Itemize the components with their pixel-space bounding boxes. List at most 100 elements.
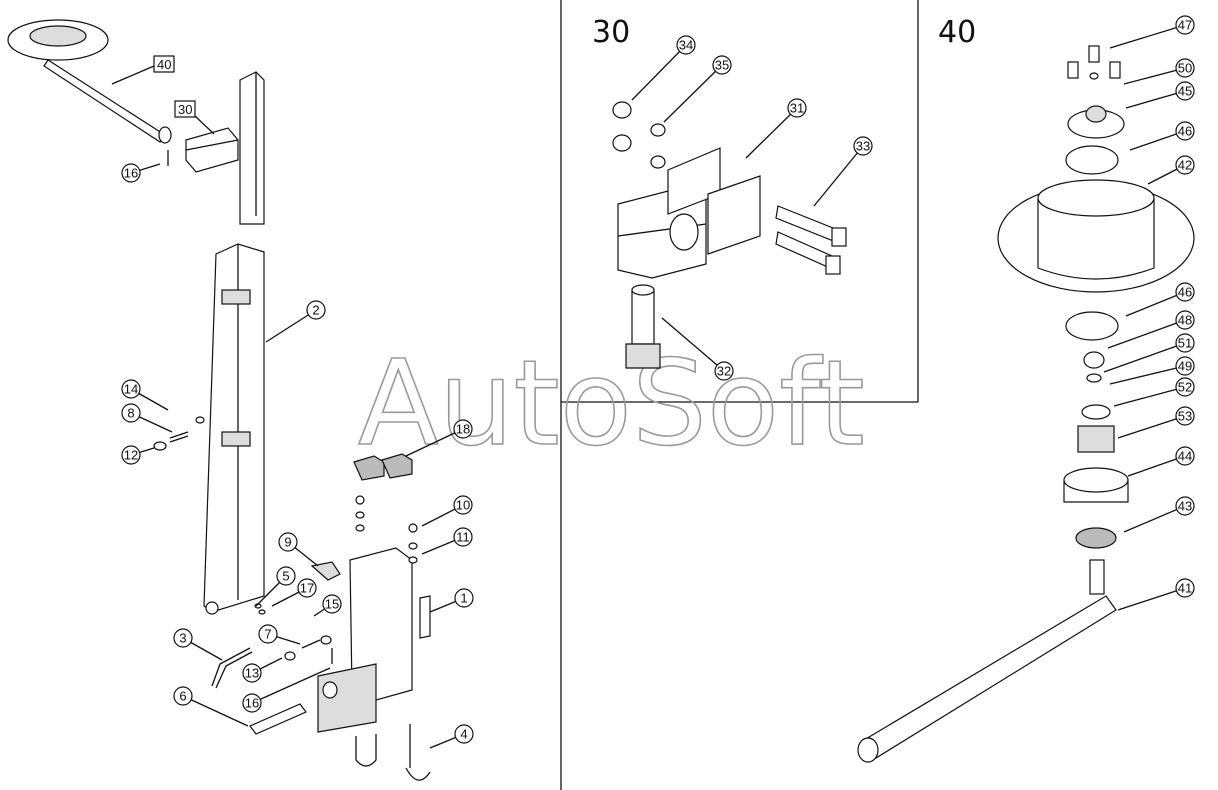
- callout-circle: [714, 361, 734, 381]
- callout-circle: [297, 578, 317, 598]
- callout-number: 16: [245, 696, 259, 711]
- callout-circle: [1175, 310, 1195, 330]
- callout-number: 17: [300, 581, 314, 596]
- callout-leader: [1103, 342, 1186, 373]
- callout-circle: [242, 693, 262, 713]
- callout-circle: [1175, 15, 1195, 35]
- callout-number: 18: [456, 422, 470, 437]
- part-9-roller: [310, 561, 341, 581]
- callout-number: 47: [1178, 18, 1192, 33]
- callout-leader: [1109, 365, 1186, 385]
- callout-number: 49: [1178, 359, 1192, 374]
- part-6-threaded-shaft: [249, 703, 307, 735]
- callout-c18: 18: [405, 419, 473, 457]
- part-41-arm-shaft: [857, 559, 1117, 763]
- callout-c17: 17: [271, 578, 317, 607]
- callout-number: 43: [1178, 499, 1192, 514]
- callout-leader: [745, 107, 798, 159]
- callout-leader: [813, 145, 864, 207]
- callout-circle: [322, 594, 342, 614]
- callout-leader: [1117, 587, 1186, 611]
- callout-c3: 3: [173, 628, 223, 661]
- callout-circle: [1175, 496, 1195, 516]
- callout-c46a: 46: [1129, 121, 1195, 151]
- part-46-plates: [1065, 145, 1119, 341]
- callout-number: 10: [456, 498, 470, 513]
- callout-number: 13: [245, 666, 259, 681]
- callout-c7: 7: [258, 624, 301, 645]
- part-33-bolts: [775, 205, 847, 275]
- callout-number: 15: [325, 597, 339, 612]
- callout-number: 52: [1178, 380, 1192, 395]
- callout-circle: [1175, 58, 1195, 78]
- callout-c14: 14: [121, 379, 169, 411]
- callout-number: 50: [1178, 61, 1192, 76]
- callout-number: 45: [1178, 84, 1192, 99]
- upper-column-post: [239, 71, 265, 225]
- callout-c8: 8: [121, 403, 173, 433]
- callout-leader: [1117, 415, 1186, 439]
- part-34-35-nuts-washers: [612, 101, 666, 169]
- callout-number: 46: [1178, 285, 1192, 300]
- callout-c41: 41: [1117, 578, 1195, 611]
- callout-circle: [121, 163, 141, 183]
- callout-c13: 13: [242, 657, 283, 683]
- callout-c50: 50: [1123, 58, 1195, 85]
- callout-number: 34: [679, 38, 693, 53]
- callout-leader: [661, 317, 725, 372]
- callout-c42: 42: [1147, 155, 1195, 185]
- callout-number: 42: [1178, 158, 1192, 173]
- callout-c16b: 16: [242, 667, 331, 713]
- callout-circle: [453, 419, 473, 439]
- part-4-hook: [405, 724, 431, 781]
- callout-circle: [676, 35, 696, 55]
- watermark-text: AutoSoft: [358, 334, 865, 472]
- callout-circle: [1175, 377, 1195, 397]
- callout-number: 48: [1178, 313, 1192, 328]
- callout-number: 35: [715, 58, 729, 73]
- callout-circle: [278, 532, 298, 552]
- callout-c43: 43: [1123, 496, 1195, 533]
- callout-c11: 11: [421, 527, 473, 555]
- bearing-stack: [1063, 351, 1129, 549]
- callout-c34: 34: [631, 35, 696, 101]
- callout-circle: [173, 628, 193, 648]
- callout-c6: 6: [173, 686, 249, 727]
- callout-leader: [1125, 291, 1186, 317]
- callout-number: 53: [1178, 409, 1192, 424]
- part-42-tray: [997, 179, 1195, 293]
- callout-leader: [405, 428, 464, 457]
- callout-circle: [242, 663, 262, 683]
- callout-leader: [182, 695, 249, 727]
- callout-leader: [1129, 130, 1186, 151]
- part-40-tray-reference: [7, 19, 172, 144]
- callout-circle: [258, 624, 278, 644]
- callout-number: 2: [312, 303, 319, 318]
- callout-circle: [712, 55, 732, 75]
- callout-c15: 15: [313, 594, 342, 617]
- ref-40-box: [153, 55, 175, 73]
- callout-leader: [1113, 386, 1186, 407]
- callout-number: 51: [1178, 336, 1192, 351]
- callout-c47: 47: [1109, 15, 1195, 49]
- callout-c46b: 46: [1125, 282, 1195, 317]
- callout-number: 9: [284, 535, 291, 550]
- ref-40-leader: [111, 65, 155, 85]
- callout-number: 5: [282, 569, 289, 584]
- callout-c10: 10: [421, 495, 473, 527]
- callout-circle: [121, 403, 141, 423]
- callout-c2: 2: [265, 300, 326, 343]
- callout-c51: 51: [1103, 333, 1195, 373]
- callout-circle: [1175, 406, 1195, 426]
- part-8-pin: [153, 416, 205, 451]
- callout-number: 12: [124, 448, 138, 463]
- callout-circle: [453, 495, 473, 515]
- ref-40-label: 40: [157, 57, 171, 72]
- callout-number: 6: [179, 689, 186, 704]
- ref-30-box: [174, 100, 196, 118]
- callout-circle: [787, 98, 807, 118]
- part-45-hub: [1067, 105, 1125, 139]
- callout-number: 41: [1178, 581, 1192, 596]
- ref-30-label: 30: [178, 102, 192, 117]
